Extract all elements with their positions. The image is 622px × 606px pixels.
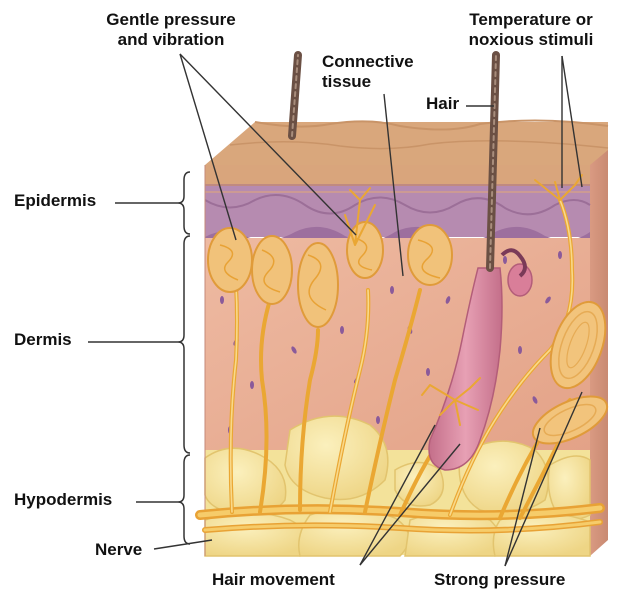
label-gentle-pressure-line1: Gentle pressure	[106, 10, 236, 29]
skin-surface-bumps	[254, 119, 609, 131]
label-temperature: Temperature or noxious stimuli	[440, 10, 622, 50]
layer-brackets	[177, 171, 191, 545]
label-temperature-line2: noxious stimuli	[468, 30, 594, 49]
label-nerve: Nerve	[95, 540, 143, 559]
label-hair: Hair	[426, 94, 460, 113]
leader-lines	[88, 53, 583, 567]
label-connective-tissue: Connective tissue	[322, 52, 414, 92]
label-epidermis: Epidermis	[14, 191, 97, 210]
hair-follicle	[428, 267, 503, 471]
sebaceous-gland	[507, 263, 533, 297]
root-hair-plexus	[421, 377, 481, 426]
label-hypodermis: Hypodermis	[14, 490, 113, 509]
label-gentle-pressure-line2: and vibration	[117, 30, 225, 49]
label-connective-tissue-line2: tissue	[322, 72, 372, 91]
label-temperature-line1: Temperature or	[469, 10, 593, 29]
label-connective-tissue-line1: Connective	[322, 52, 414, 71]
label-gentle-pressure: Gentle pressure and vibration	[76, 10, 266, 50]
free-nerve-endings	[344, 174, 583, 246]
label-strong-pressure: Strong pressure	[434, 570, 566, 589]
label-dermis: Dermis	[14, 330, 72, 349]
skin-surface	[205, 122, 608, 165]
hair-shafts	[288, 51, 500, 272]
label-hair-movement: Hair movement	[212, 570, 335, 589]
